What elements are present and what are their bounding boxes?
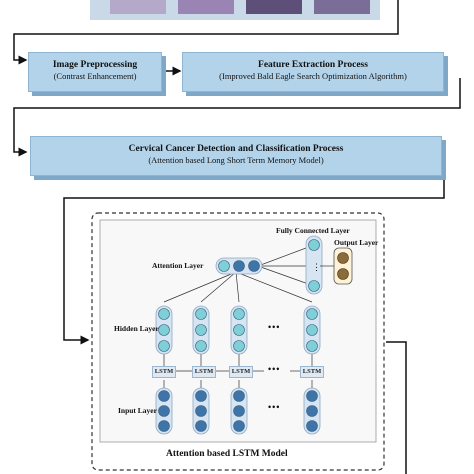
cell-image-thumb-1 [110, 0, 166, 14]
hidden-layer-node [233, 308, 245, 320]
input-layer-node [158, 405, 170, 417]
hidden-layer-node [233, 324, 245, 336]
step-feature-extraction: Feature Extraction Process (Improved Bal… [182, 52, 444, 92]
step-image-preprocessing: Image Preprocessing (Contrast Enhancemen… [28, 52, 162, 92]
lstm-cell-2: LSTM [192, 366, 216, 378]
network-graph: ⋮ [155, 235, 353, 435]
input-layer-node [158, 390, 170, 402]
cell-image-thumb-2 [178, 0, 234, 14]
attention-edge [235, 271, 313, 303]
attention-node [233, 260, 245, 272]
lstm-label: LSTM [302, 368, 322, 375]
input-layer-node [233, 390, 245, 402]
fc-edge [257, 244, 315, 267]
cell-image-thumb-4 [314, 0, 370, 14]
fc-edge [257, 265, 315, 287]
step-title: Cervical Cancer Detection and Classifica… [128, 144, 344, 154]
hidden-layer-node [158, 324, 170, 336]
hidden-ellipsis: ••• [268, 322, 281, 332]
lstm-label: LSTM [194, 368, 214, 375]
fully-connected-container [305, 235, 323, 295]
hidden-layer-node [195, 308, 207, 320]
hidden-layer-node [233, 340, 245, 352]
step-title: Image Preprocessing [52, 60, 138, 70]
fully-connected-ellipsis: ⋮ [312, 262, 321, 272]
step-subtitle: (Improved Bald Eagle Search Optimization… [219, 71, 407, 81]
attention-edge [235, 271, 240, 303]
attention-edge [200, 271, 237, 303]
attention-node [248, 260, 260, 272]
fully-connected-node [308, 239, 320, 251]
attention-layer-label: Attention Layer [152, 261, 204, 270]
lstm-cell-4: LSTM [300, 366, 324, 378]
flow-arrow-images-to-preprocessing [13, 0, 399, 65]
flow-arrow-detection-to-model [63, 168, 445, 345]
step-subtitle: (Attention based Long Short Term Memory … [148, 155, 324, 165]
cell-image-thumb-3 [246, 0, 302, 14]
lstm-cell-1: LSTM [152, 366, 176, 378]
lstm-label: LSTM [154, 368, 174, 375]
fully-connected-layer-label: Fully Connected Layer [276, 226, 350, 235]
model-title: Attention based LSTM Model [166, 449, 288, 459]
step-detection-classification: Cervical Cancer Detection and Classifica… [30, 136, 442, 176]
input-ellipsis: ••• [268, 402, 281, 412]
hidden-layer-node [195, 324, 207, 336]
input-layer-node [233, 420, 245, 432]
hidden-layer-node [306, 340, 318, 352]
lstm-cell-3: LSTM [229, 366, 253, 378]
hidden-layer-node [195, 340, 207, 352]
output-layer-label: Output Layer [334, 238, 379, 247]
input-layer-node [158, 420, 170, 432]
flow-arrow-model-output [386, 341, 407, 474]
output-node [337, 252, 349, 264]
step-subtitle: (Contrast Enhancement) [53, 71, 137, 81]
hidden-layer-node [306, 308, 318, 320]
attention-edge [163, 271, 237, 303]
output-node [337, 268, 349, 280]
step-title: Feature Extraction Process [258, 60, 368, 70]
input-layer-label: Input Layer [118, 406, 157, 415]
input-layer-node [195, 420, 207, 432]
fully-connected-node [308, 280, 320, 292]
hidden-layer-label: Hidden Layer [114, 324, 159, 333]
flow-arrow-feature-to-detection [13, 78, 461, 157]
input-layer-node [306, 405, 318, 417]
input-layer-node [306, 390, 318, 402]
lstm-ellipsis: ••• [268, 364, 281, 374]
model-dashed-border [91, 212, 385, 471]
hidden-layer-node [306, 324, 318, 336]
input-layer-node [195, 390, 207, 402]
input-layer-node [195, 405, 207, 417]
input-layer-node [306, 420, 318, 432]
input-layer-node [233, 405, 245, 417]
attention-node [218, 260, 230, 272]
hidden-layer-node [158, 308, 170, 320]
hidden-layer-node [158, 340, 170, 352]
lstm-label: LSTM [231, 368, 251, 375]
